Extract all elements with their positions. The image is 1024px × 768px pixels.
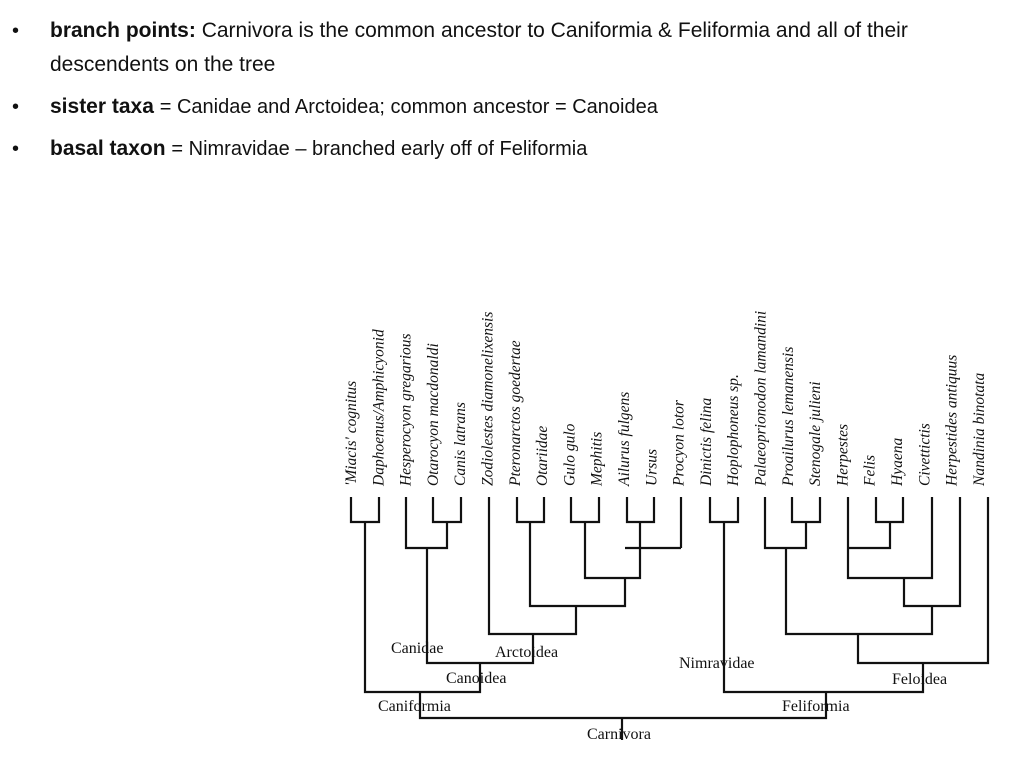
bullet-term: sister taxa [50, 95, 154, 118]
taxon-label: Hyaena [889, 438, 906, 487]
branch-otariid-group [528, 522, 627, 608]
branch-herpestes-group [846, 497, 934, 580]
taxon-label: Herpestides antiquus [944, 355, 961, 487]
branch-miacis-daphoenus [349, 497, 381, 524]
taxon-label: Ursus [643, 449, 660, 486]
taxon-label: Hoplophoneus sp. [725, 374, 742, 487]
branch-feliformia [826, 663, 925, 694]
taxon-label: Proailurus lemanensis [780, 347, 797, 487]
taxon-label: Nandinia binotata [971, 373, 988, 487]
bullet-dot: • [12, 96, 20, 118]
bullet-term: branch points: [50, 19, 196, 42]
bullet-term: basal taxon [50, 137, 166, 160]
bullet-dot: • [12, 20, 20, 42]
clade-label-nimravidae: Nimravidae [679, 655, 755, 672]
taxon-label: Stenogale julieni [807, 381, 824, 486]
taxon-label: Hesperocyon gregarious [398, 333, 415, 487]
clade-label-canidae: Canidae [391, 640, 443, 657]
bullet-definition: Carnivora is the common ancestor to Cani… [50, 19, 908, 76]
clade-label-canoidea: Canoidea [446, 670, 506, 687]
taxon-label: Civettictis [916, 423, 933, 486]
bullet-dot: • [12, 138, 20, 160]
branch-herpestes-felis-join [848, 522, 892, 550]
branch-caniformia [363, 522, 482, 694]
branch-pteronarctos-otariidae [515, 497, 546, 524]
branch-otarocyon-canis [431, 497, 463, 524]
taxon-label: Otarocyon macdonaldi [425, 343, 442, 486]
branch-felis-hyaena [874, 497, 905, 524]
bullet-sister-taxa: • sister taxa = Canidae and Arctoidea; c… [12, 90, 992, 124]
taxon-label: Procyon lotor [671, 399, 688, 487]
tree-branches [349, 497, 990, 740]
taxon-label: Daphoenus/Amphicyonid [370, 329, 387, 487]
bullet-definition: = Canidae and Arctoidea; common ancestor… [159, 96, 658, 118]
bullet-list: • branch points: Carnivora is the common… [12, 14, 992, 174]
taxon-label: Mephitis [589, 432, 606, 487]
branch-carnivora [418, 692, 828, 720]
clade-label-carnivora: Carnivora [587, 726, 651, 743]
taxon-label: Ailurus fulgens [616, 392, 633, 487]
branch-musteloid-ursid [583, 522, 642, 580]
clade-label-arctoidea: Arctoidea [495, 644, 558, 661]
clade-label-caniformia: Caniformia [378, 698, 451, 715]
branch-dinictis-hoplophoneus [708, 497, 740, 524]
taxon-label: Otariidae [534, 426, 551, 486]
taxon-label: Gulo gulo [561, 423, 578, 486]
branch-ailurus-ursus [625, 497, 656, 524]
taxon-label: Herpestes [834, 424, 851, 487]
bullet-basal-taxon: • basal taxon = Nimravidae – branched ea… [12, 132, 992, 166]
taxon-label: Felis [862, 455, 879, 487]
branch-arctoidea [487, 497, 578, 636]
branch-gulo-mephitis [569, 497, 601, 524]
branch-nimravidae [722, 522, 826, 694]
clade-label-feliformia: Feliformia [782, 698, 850, 715]
taxon-label: Dinictis felina [698, 397, 715, 487]
taxon-label: Pteronarctos goedertae [507, 340, 524, 487]
branch-proailurus-stenogale [790, 497, 822, 524]
taxon-label: Palaeoprionodon lamandini [753, 311, 770, 487]
clade-label-feloidea: Feloidea [892, 671, 947, 688]
bullet-definition: = Nimravidae – branched early off of Fel… [171, 138, 588, 160]
taxon-label: 'Miacis' cognitus [343, 381, 360, 486]
taxon-label: Zodiolestes diamonelixensis [480, 312, 497, 486]
taxon-label: Canis latrans [452, 402, 469, 486]
branch-feliform-crown [784, 548, 934, 636]
bullet-branch-points: • branch points: Carnivora is the common… [12, 14, 992, 82]
